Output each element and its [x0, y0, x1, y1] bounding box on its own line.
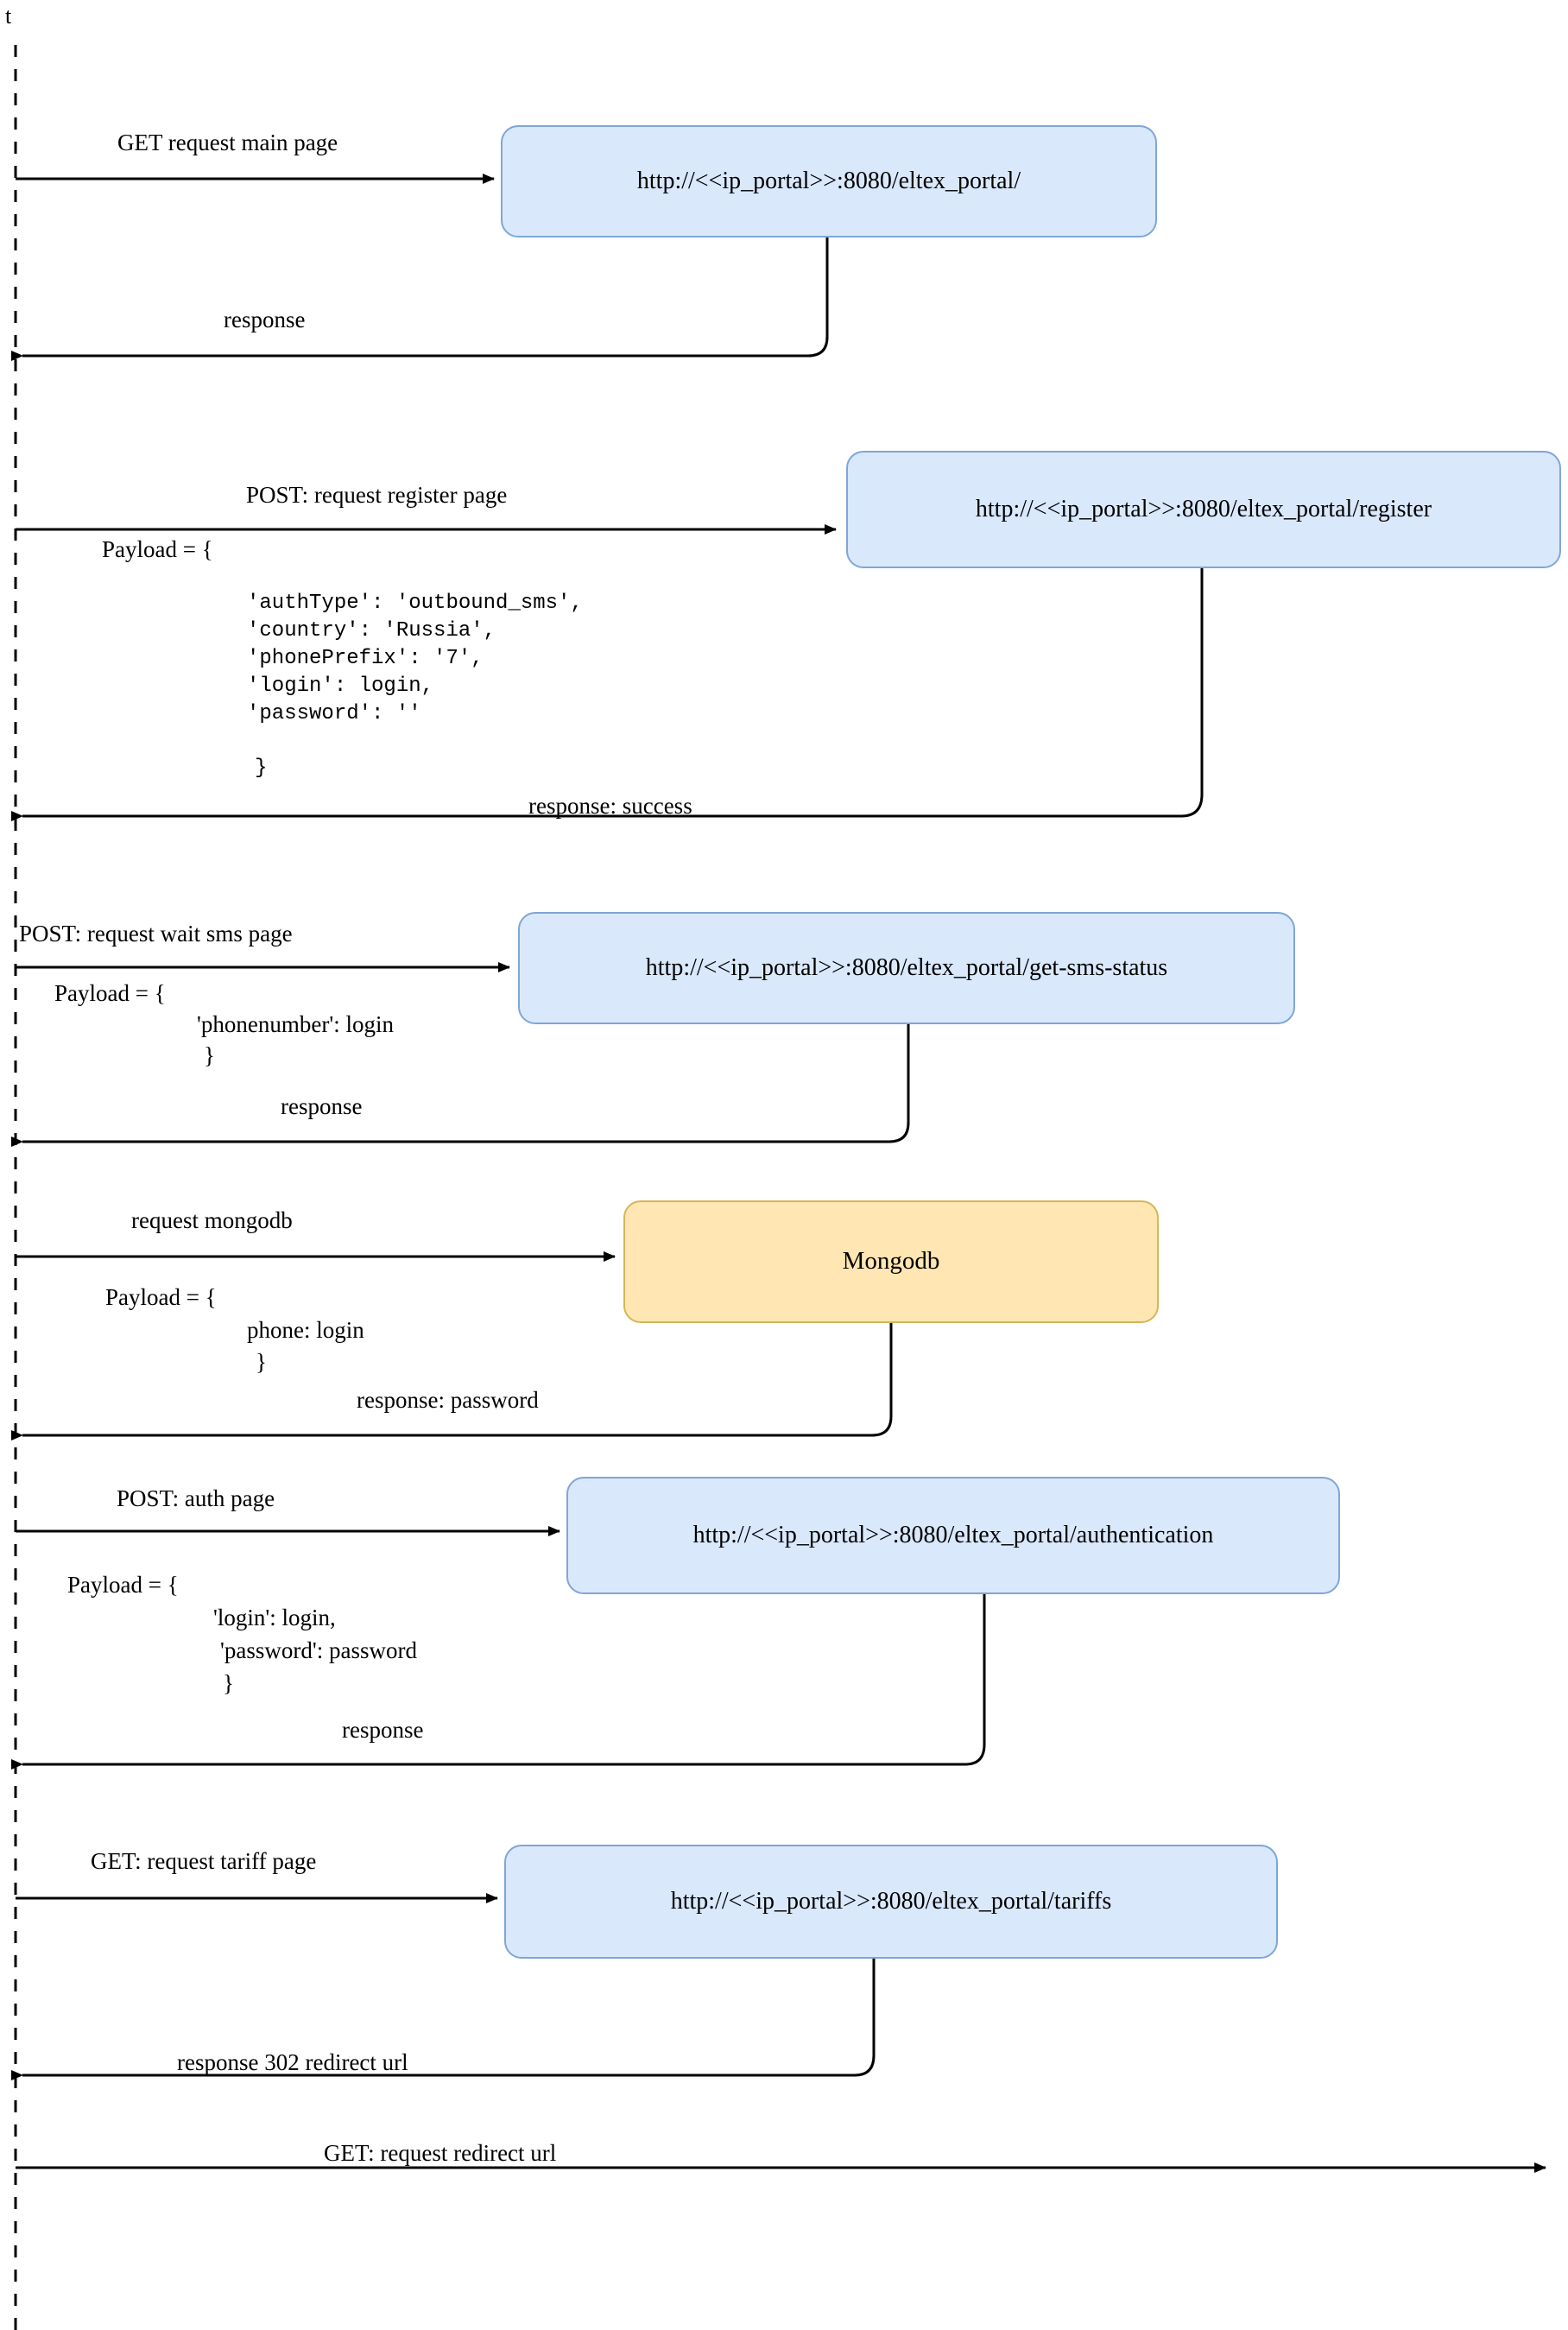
payload-mongodb-line-0: phone: login [247, 1317, 364, 1343]
message-label-get-redirect: GET: request redirect url [324, 2140, 557, 2166]
message-label-get-main-page: GET request main page [117, 130, 338, 155]
payload-register-header: Payload = { [102, 536, 213, 562]
message-label-get-tariffs: GET: request tariff page [91, 1848, 317, 1874]
node-get-sms-status[interactable]: http://<<ip_portal>>:8080/eltex_portal/g… [518, 912, 1295, 1024]
node-tariffs[interactable]: http://<<ip_portal>>:8080/eltex_portal/t… [504, 1845, 1278, 1959]
payload-register-line-4: 'password': '' [247, 702, 421, 725]
message-label-response-main: response [224, 307, 306, 332]
node-register-label: http://<<ip_portal>>:8080/eltex_portal/r… [975, 495, 1432, 522]
message-label-response-password: response: password [357, 1387, 539, 1413]
message-label-request-mongodb: request mongodb [131, 1207, 293, 1233]
connector-register-response [28, 568, 1204, 818]
time-axis-label: t [5, 3, 12, 28]
message-label-post-register: POST: request register page [246, 482, 508, 508]
payload-sms-footer: } [204, 1042, 215, 1068]
payload-register-line-3: 'login': login, [247, 674, 434, 698]
payload-register-line-2: 'phonePrefix': '7', [247, 647, 484, 670]
message-label-post-auth: POST: auth page [117, 1485, 275, 1511]
payload-register-line-0: 'authType': 'outbound_sms', [247, 592, 583, 615]
node-authentication-label: http://<<ip_portal>>:8080/eltex_portal/a… [692, 1521, 1214, 1548]
connector-sms-response [28, 1024, 910, 1143]
connector-tariffs-response [28, 1959, 876, 2077]
node-main-page-label: http://<<ip_portal>>:8080/eltex_portal/ [636, 167, 1021, 194]
payload-register-line-1: 'country': 'Russia', [247, 619, 496, 643]
node-main-page[interactable]: http://<<ip_portal>>:8080/eltex_portal/ [501, 125, 1157, 237]
message-label-response-sms: response [281, 1093, 363, 1119]
payload-auth-line-1: 'password': password [220, 1637, 417, 1663]
node-mongodb-label: Mongodb [842, 1247, 940, 1276]
message-label-post-wait-sms: POST: request wait sms page [19, 921, 293, 947]
node-mongodb[interactable]: Mongodb [623, 1200, 1159, 1323]
connector-mongodb-response [28, 1323, 893, 1437]
message-label-response-success: response: success [528, 793, 692, 819]
message-label-response-auth: response [342, 1717, 424, 1743]
payload-mongodb-footer: } [256, 1349, 267, 1375]
payload-sms-header: Payload = { [54, 980, 166, 1006]
payload-auth-line-0: 'login': login, [213, 1605, 336, 1630]
payload-mongodb-header: Payload = { [105, 1284, 217, 1310]
connector-auth-response [28, 1593, 986, 1766]
node-register[interactable]: http://<<ip_portal>>:8080/eltex_portal/r… [846, 451, 1561, 568]
payload-auth-footer: } [223, 1670, 234, 1696]
payload-register-footer: } [255, 757, 268, 780]
message-label-response-302: response 302 redirect url [177, 2049, 408, 2075]
node-get-sms-status-label: http://<<ip_portal>>:8080/eltex_portal/g… [645, 953, 1168, 981]
node-authentication[interactable]: http://<<ip_portal>>:8080/eltex_portal/a… [566, 1477, 1340, 1594]
payload-auth-header: Payload = { [67, 1572, 179, 1598]
node-tariffs-label: http://<<ip_portal>>:8080/eltex_portal/t… [670, 1887, 1112, 1915]
connector-main-page-response [28, 237, 829, 358]
payload-sms-line-0: 'phonenumber': login [197, 1011, 394, 1037]
